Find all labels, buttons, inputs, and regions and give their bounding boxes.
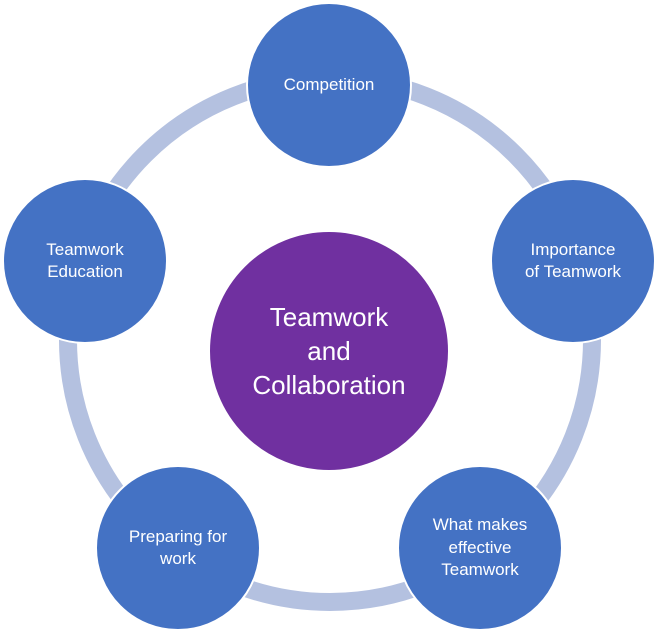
node-label-competition: Competition bbox=[283, 74, 375, 94]
node-what-makes-effective-teamwork: What makes effective Teamwork bbox=[397, 465, 563, 631]
node-teamwork-education: Teamwork Education bbox=[2, 178, 168, 344]
node-importance-of-teamwork: Importance of Teamwork bbox=[490, 178, 656, 344]
center-label: Teamwork and Collaboration bbox=[252, 301, 406, 401]
node-label-education: Teamwork Education bbox=[46, 239, 124, 281]
node-label-effective: What makes effective Teamwork bbox=[432, 515, 528, 580]
node-label-importance: Importance of Teamwork bbox=[524, 239, 622, 281]
node-preparing-for-work: Preparing for work bbox=[95, 465, 261, 631]
node-label-preparing: Preparing for work bbox=[128, 526, 228, 568]
node-competition: Competition bbox=[246, 2, 412, 168]
center-circle: Teamwork and Collaboration bbox=[208, 230, 450, 472]
